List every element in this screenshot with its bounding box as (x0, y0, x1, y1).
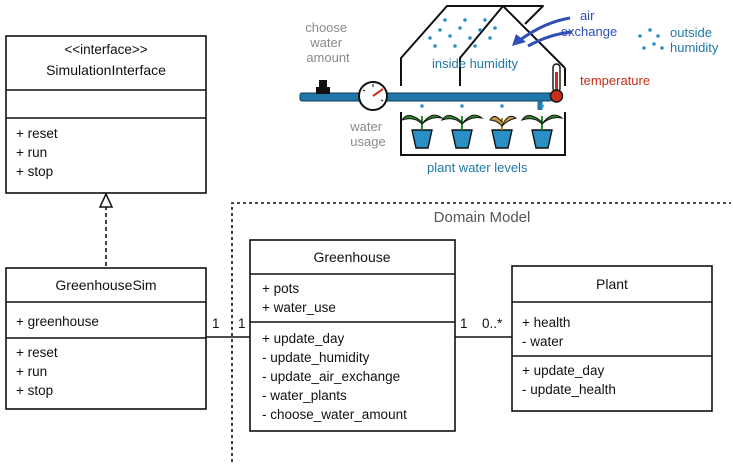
attribute-item: + greenhouse (16, 314, 99, 329)
method-item: + run (16, 145, 47, 160)
multiplicity-label: 0..* (482, 316, 503, 331)
class-name: Greenhouse (313, 249, 390, 265)
greenhouse-class: Greenhouse + pots + water_use + update_d… (249, 239, 456, 432)
method-item: - update_air_exchange (262, 369, 400, 384)
outside-humidity-label: outside humidity (670, 25, 719, 55)
thermometer-icon (549, 63, 564, 103)
method-item: + run (16, 364, 47, 379)
class-name: SimulationInterface (46, 62, 166, 78)
method-item: + reset (16, 345, 58, 360)
method-item: - choose_water_amount (262, 407, 407, 422)
water-usage-label: water usage (349, 119, 385, 149)
choose-water-amount-label: choose water amount (305, 20, 351, 65)
method-item: + stop (16, 164, 53, 179)
method-item: - water_plants (262, 388, 347, 403)
wilted-plant-icon (489, 115, 518, 149)
air-exchange-arrow-icon (512, 16, 573, 48)
class-name: GreenhouseSim (55, 277, 156, 293)
multiplicity-label: 1 (212, 316, 220, 331)
attribute-item: - water (522, 334, 564, 349)
plant-class: Plant + health - water + update_day - up… (511, 265, 713, 412)
simulation-interface-class: <<interface>> SimulationInterface + rese… (5, 35, 207, 194)
air-exchange-label: air exchange (561, 8, 617, 39)
method-item: + reset (16, 126, 58, 141)
water-drops-icon (420, 104, 544, 108)
temperature-label: temperature (580, 73, 650, 88)
plant-water-levels-label: plant water levels (427, 160, 528, 175)
plant-pot-icon (440, 114, 484, 149)
multiplicity-label: 1 (460, 316, 468, 331)
realization-arrow (98, 192, 114, 268)
plant-pot-icon (400, 114, 444, 149)
water-pipe-icon (299, 92, 553, 110)
water-drops-icon (638, 28, 664, 50)
inside-humidity-label: inside humidity (432, 56, 518, 71)
interface-stereotype: <<interface>> (64, 42, 147, 57)
attribute-item: + health (522, 315, 570, 330)
greenhouse-illustration: choose water amount water usage air exch… (299, 5, 719, 175)
association-sim-greenhouse: 1 1 (206, 316, 250, 338)
class-name: Plant (596, 276, 628, 292)
method-item: - update_humidity (262, 350, 370, 365)
attribute-item: + water_use (262, 300, 336, 315)
plant-pot-icon (520, 114, 564, 149)
tap-valve-icon (316, 80, 330, 94)
multiplicity-label: 1 (238, 316, 246, 331)
association-greenhouse-plant: 1 0..* (455, 316, 512, 338)
method-item: - update_health (522, 382, 616, 397)
attribute-item: + pots (262, 281, 299, 296)
greenhouse-icon (400, 5, 566, 156)
method-item: + update_day (522, 363, 604, 378)
greenhouse-sim-class: GreenhouseSim + greenhouse + reset + run… (5, 267, 207, 410)
water-meter-icon (358, 81, 388, 111)
method-item: + stop (16, 383, 53, 398)
domain-model-label: Domain Model (434, 209, 531, 226)
water-drops-icon (428, 18, 497, 48)
method-item: + update_day (262, 331, 344, 346)
domain-model-frame: Domain Model (231, 202, 731, 462)
